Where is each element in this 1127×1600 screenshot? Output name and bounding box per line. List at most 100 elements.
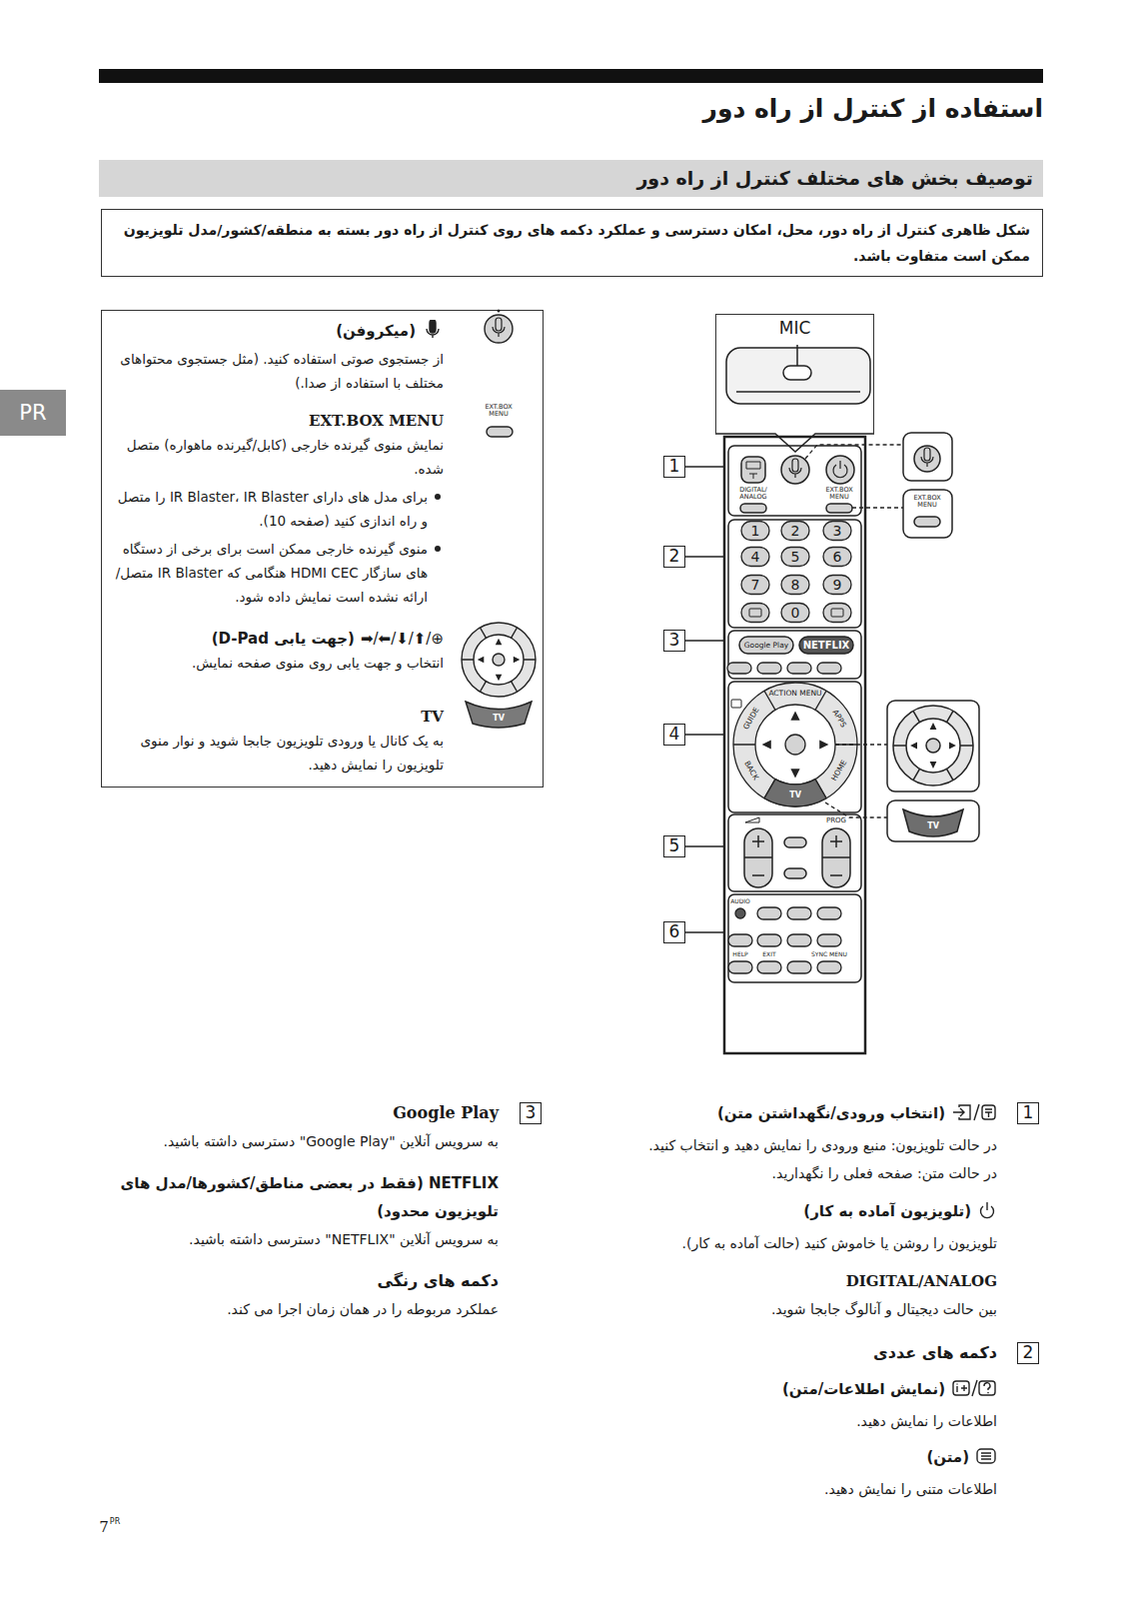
panel-icon xyxy=(484,314,513,343)
icon xyxy=(981,1201,995,1218)
section-band: توصیف بخش های مختلف کنترل از راه دور xyxy=(98,159,1044,197)
note-box: شکل ظاهری کنترل از راه دور، محل، امکان د… xyxy=(100,208,1044,277)
text-row: برای مدل های دارای IR Blaster، IR Blaste… xyxy=(111,484,444,533)
remote-buttons xyxy=(785,734,806,755)
panel-icon xyxy=(461,627,536,692)
panel-icon xyxy=(485,425,514,438)
remote-illustration xyxy=(728,630,862,679)
leader-lines xyxy=(825,802,888,818)
icon xyxy=(981,1452,992,1459)
icon xyxy=(975,1445,998,1475)
icon xyxy=(426,328,439,338)
text-row: منوی گیرنده خارجی ممکن است برای برخی از … xyxy=(111,536,444,609)
text-row: (نمایش اطلاعات/متن) xyxy=(559,1374,998,1407)
callout-number: 3 xyxy=(663,629,686,652)
panel-body: نمایش منوی گیرنده خارجی (کابل/گیرنده ماه… xyxy=(111,432,444,481)
button-label: 7 xyxy=(98,1519,109,1535)
callout-number: 1 xyxy=(663,455,686,478)
icon xyxy=(951,1377,998,1398)
panel-icon xyxy=(465,701,532,728)
icon xyxy=(421,319,444,347)
remote-buttons xyxy=(755,704,836,785)
button-label: 0 xyxy=(791,605,801,620)
remote-buttons xyxy=(728,961,753,974)
remote-illustration xyxy=(728,445,862,516)
bullet-text: برای مدل های دارای IR Blaster، IR Blaste… xyxy=(111,484,428,533)
icon xyxy=(977,1199,998,1220)
panel-icon xyxy=(482,306,515,347)
top-rule xyxy=(98,68,1044,83)
description-text: دکمه های رنگی xyxy=(98,1266,499,1295)
callout-number: 1 xyxy=(1017,1102,1040,1125)
callout-number: 5 xyxy=(663,835,686,858)
icon xyxy=(985,1109,993,1118)
text-row: Google Play xyxy=(98,1099,499,1127)
mic-callout-art xyxy=(796,344,799,366)
remote-illustration xyxy=(822,828,851,888)
remote-illustration xyxy=(739,636,794,654)
remote-buttons xyxy=(823,521,852,541)
icon xyxy=(953,1380,970,1395)
remote-illustration xyxy=(784,837,807,848)
panel-icon xyxy=(492,653,505,666)
remote-buttons xyxy=(787,662,812,674)
text-column: Google Playبه سرویس آنلاین "Google Play"… xyxy=(98,1099,499,1323)
mic-callout-box: MIC xyxy=(715,313,875,434)
panel-icon xyxy=(486,426,513,437)
remote-illustration xyxy=(833,460,848,478)
description-text: اطلاعات متنی را نمایش دهید. xyxy=(559,1474,998,1503)
dpad-symbols: ⊕/⬆/⬇/⬅/➡ xyxy=(360,629,444,648)
remote-illustration xyxy=(826,503,853,513)
icon xyxy=(421,319,444,340)
node-text: 6 xyxy=(664,922,685,942)
text-row: از جستجوی صوتی استفاده کنید. (مثل جستجوی… xyxy=(111,346,444,395)
zoom-callouts xyxy=(887,800,980,842)
icon xyxy=(975,1445,998,1466)
leader-lines xyxy=(805,444,904,818)
button-label: NETFLIX xyxy=(803,640,851,651)
text-row: در حالت تلویزیون: منبع ورودی را نمایش ده… xyxy=(559,1130,998,1159)
remote-buttons xyxy=(762,711,830,779)
panel-icon xyxy=(482,306,515,347)
icon xyxy=(429,319,436,333)
description-text: تلویزیون را روشن یا خاموش کنید (حالت آما… xyxy=(559,1228,998,1257)
text-row: به یک کانال یا ورودی تلویزیون جابجا شوید… xyxy=(111,728,444,777)
button-label: PR xyxy=(109,1517,120,1526)
remote-illustration xyxy=(728,519,862,628)
callout-number: 4 xyxy=(663,723,686,746)
button-label: TV xyxy=(927,822,940,831)
text-row: بین حالت دیجیتال و آنالوگ جابجا شوید. xyxy=(559,1294,998,1323)
panel-body: به یک کانال یا ورودی تلویزیون جابجا شوید… xyxy=(111,728,444,777)
remote-buttons xyxy=(749,608,762,617)
icon xyxy=(957,1383,968,1393)
remote-buttons xyxy=(735,908,746,919)
remote-illustration xyxy=(826,455,855,484)
icon xyxy=(979,1380,996,1395)
remote-illustration xyxy=(740,503,767,513)
node-text: 2 xyxy=(1018,1342,1039,1362)
panel-heading: EXT.BOX MENU xyxy=(111,408,444,433)
bullet-text: منوی گیرنده خارجی ممکن است برای برخی از … xyxy=(111,536,428,609)
language-tab: PR xyxy=(0,389,66,436)
button-label: AUDIO xyxy=(730,898,751,905)
description-text: DIGITAL/ANALOG xyxy=(559,1266,998,1295)
remote-illustration xyxy=(731,699,742,708)
text-row: دکمه های عددی xyxy=(559,1338,998,1367)
button-label: 7 xyxy=(751,577,761,592)
node-text: 5 xyxy=(664,836,685,856)
remote-buttons xyxy=(781,521,810,541)
remote-buttons xyxy=(727,521,858,975)
description-text: عملکرد مربوطه را در همان زمان اجرا می کن… xyxy=(98,1294,499,1323)
remote-illustration xyxy=(741,456,766,483)
button-label: 9 xyxy=(833,577,843,592)
description-text: NETFLIX (فقط در بعضی مناطق/کشورها/مدل ها… xyxy=(98,1168,499,1225)
leader-lines xyxy=(852,506,904,508)
page-title: استفاده از کنترل از راه دور xyxy=(703,93,1044,123)
button-label: 6 xyxy=(833,549,843,564)
remote-buttons xyxy=(787,934,812,947)
zoom-callouts xyxy=(903,809,964,837)
zoom-dpad xyxy=(893,705,974,786)
button-label: EXT.BOX MENU xyxy=(912,494,943,509)
zoom-dpad xyxy=(926,738,941,753)
